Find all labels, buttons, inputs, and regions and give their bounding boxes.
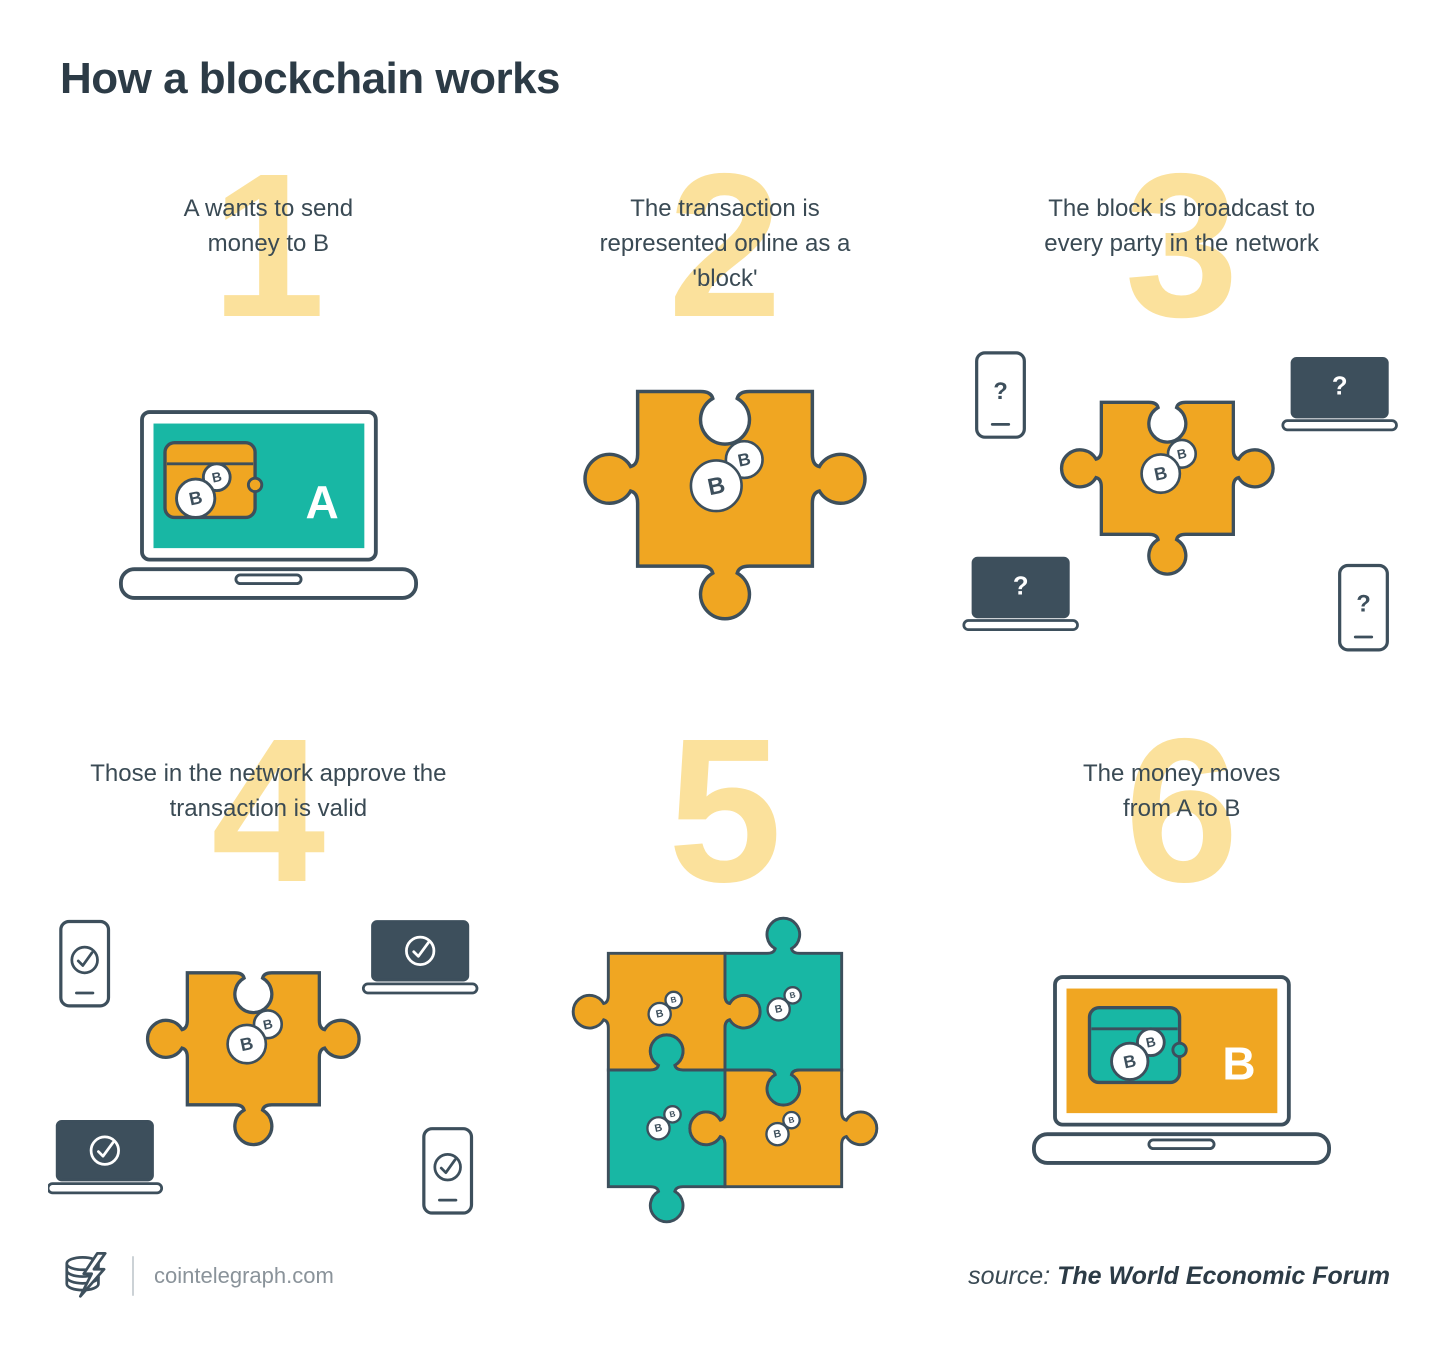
bitcoin-coins: B B: [174, 462, 232, 519]
step-3-header: 3 The block is broadcast to every party …: [953, 143, 1410, 350]
step-1-header: 1 A wants to send money to B: [40, 143, 497, 350]
step-6-illustration: B B B: [953, 915, 1410, 1225]
step-1-caption: A wants to send money to B: [183, 195, 354, 257]
source-name: The World Economic Forum: [1057, 1261, 1390, 1290]
step-4-caption: Those in the network approve the transac…: [90, 760, 447, 822]
laptop-wallet-a-icon: B B A: [118, 410, 418, 600]
laptop-icon: ?: [1281, 356, 1398, 432]
phone-icon: ?: [1337, 563, 1389, 652]
step-6: 6 The money moves from A to B B B: [953, 708, 1410, 1225]
footer: cointelegraph.com source: The World Econ…: [60, 1250, 1390, 1302]
steps-grid: 1 A wants to send money to B B B: [40, 143, 1410, 1225]
check-icon: [433, 1152, 463, 1182]
phone-icon: ?: [974, 351, 1026, 439]
coin-letter: B: [788, 1115, 796, 1125]
coin-letter: B: [187, 487, 204, 509]
step-3: 3 The block is broadcast to every party …: [953, 143, 1410, 660]
step-4-header: 4 Those in the network approve the trans…: [40, 708, 497, 915]
step-3-illustration: B B ? ? ?: [953, 350, 1410, 660]
step-6-number: 6: [1124, 696, 1239, 925]
block-puzzle: B B: [1059, 400, 1275, 576]
cointelegraph-logo-icon: [65, 1252, 107, 1298]
laptop-icon: [362, 920, 479, 995]
coin-letter: B: [789, 990, 797, 1000]
footer-divider: [132, 1256, 134, 1296]
question-mark: ?: [1356, 591, 1371, 618]
step-2: 2 The transaction is represented online …: [497, 143, 954, 660]
step-2-number: 2: [667, 131, 782, 360]
phone-icon: [422, 1127, 474, 1215]
step-6-caption: The money moves from A to B: [1082, 760, 1281, 822]
step-2-caption: The transaction is represented online as…: [599, 195, 851, 292]
phone-icon: [59, 919, 111, 1008]
step-4-number: 4: [211, 696, 326, 925]
coin-letter: B: [654, 1122, 664, 1135]
broadcast-network-icon: B B ? ? ?: [962, 351, 1398, 652]
check-icon: [90, 1135, 121, 1166]
step-2-header: 2 The transaction is represented online …: [497, 143, 954, 350]
coin-letter: B: [1145, 1034, 1158, 1051]
coin-letter: B: [239, 1033, 256, 1055]
coin-letter: B: [670, 995, 678, 1005]
coin-letter: B: [1175, 445, 1187, 462]
question-mark: ?: [1012, 573, 1028, 601]
coin-letter: B: [1152, 462, 1169, 484]
footer-site-url: cointelegraph.com: [154, 1263, 334, 1288]
block-puzzle: B B: [146, 971, 362, 1147]
page-title: How a blockchain works: [60, 54, 561, 103]
coin-letter: B: [736, 448, 752, 470]
footer-brand: cointelegraph.com: [60, 1250, 334, 1302]
bitcoin-coins: [646, 986, 802, 1147]
coin-letter: B: [669, 1109, 677, 1119]
coin-letters: B B B B B B B B: [654, 990, 797, 1141]
check-icon: [70, 945, 100, 975]
coin-letter: B: [262, 1016, 274, 1033]
step-3-caption: The block is broadcast to every party in…: [1044, 195, 1320, 257]
laptop-wallet-b-icon: B B B: [1032, 975, 1332, 1165]
question-mark: ?: [1331, 373, 1347, 401]
block-puzzle-icon: B B: [583, 389, 867, 621]
step-5-illustration: B B B B B B B B: [497, 915, 954, 1225]
step-5-header: 5: [497, 708, 954, 915]
step-4-illustration: B B: [40, 915, 497, 1225]
step-4: 4 Those in the network approve the trans…: [40, 708, 497, 1225]
step-5-number: 5: [667, 696, 782, 925]
question-mark: ?: [993, 378, 1008, 405]
step-5: 5 B B: [497, 708, 954, 1225]
laptop-base: [1032, 1132, 1332, 1165]
coin-letter: B: [655, 1007, 665, 1020]
lightning-bolt-icon: [78, 1252, 107, 1298]
bitcoin-coins: B B: [1110, 1027, 1166, 1082]
step-6-header: 6 The money moves from A to B: [953, 708, 1410, 915]
step-1-illustration: B B A: [40, 350, 497, 660]
footer-source: source: The World Economic Forum: [968, 1262, 1390, 1291]
coin-letter: B: [774, 1003, 784, 1016]
approval-network-icon: B B: [48, 919, 479, 1215]
chain-puzzle-icon: B B B B B B B B: [571, 916, 879, 1224]
step-2-illustration: B B: [497, 350, 954, 660]
step-1: 1 A wants to send money to B B B: [40, 143, 497, 660]
laptop-icon: ?: [962, 556, 1079, 632]
coin-letter: B: [773, 1127, 783, 1140]
coin-letter: B: [1122, 1050, 1138, 1072]
check-icon: [405, 935, 436, 966]
step-1-number: 1: [211, 131, 326, 360]
step-3-number: 3: [1124, 131, 1239, 360]
party-a-label: A: [305, 476, 338, 528]
party-b-label: B: [1223, 1037, 1256, 1089]
bitcoin-coins: B B: [689, 439, 764, 513]
coin-letter: B: [705, 471, 727, 500]
coin-letter: B: [210, 469, 223, 486]
laptop-icon: [48, 1119, 164, 1195]
source-label: source:: [968, 1261, 1051, 1290]
laptop-base: [118, 567, 418, 600]
